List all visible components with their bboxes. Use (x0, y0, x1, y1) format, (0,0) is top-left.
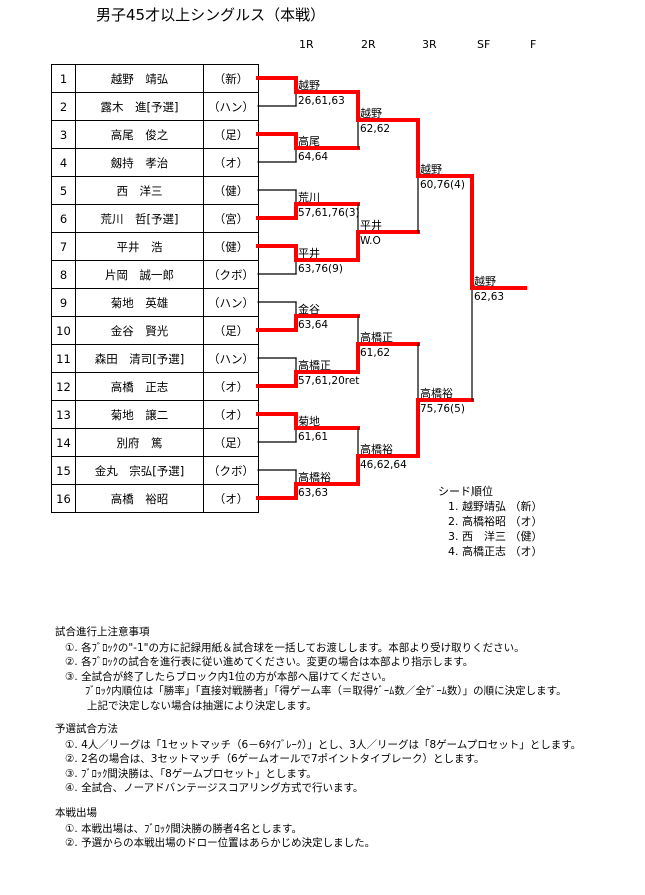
match-winner: 平井 (298, 246, 320, 260)
note-item: ③. ﾌﾞﾛｯｸ間決勝は、「8ゲームプロセット」とします。 (65, 767, 317, 780)
note-item: ①. 4人／リーグは「1セットマッチ（6－6ﾀｲﾌﾞﾚｰｸ）」とし、3人／リーグ… (65, 738, 582, 751)
match-score: 57,61,20ret (298, 375, 359, 387)
note-item: ④. 全試合、ノーアドバンテージスコアリング方式で行います。 (65, 782, 364, 795)
match-score: 63,76(9) (298, 263, 343, 275)
player-number: 15 (51, 456, 76, 485)
match-winner: 菊地 (298, 415, 320, 428)
player-club: （クボ） (203, 456, 259, 485)
match-score: 46,62,64 (360, 459, 407, 471)
round-header-sf: SF (477, 38, 491, 51)
player-club: （クボ） (203, 260, 259, 289)
notes-progress: 試合進行上注意事項 ①. 各ﾌﾞﾛｯｸの"-1"の方に記録用紙＆試合球を一括して… (55, 625, 567, 714)
seed-item: 2. 高橋裕昭 （オ） (448, 515, 543, 528)
player-club: （足） (203, 120, 259, 149)
match-score: 57,61,76(3) (298, 207, 360, 219)
match-score: 61,62 (360, 347, 390, 359)
player-name: 金丸 宗弘[予選] (75, 456, 204, 485)
match-winner: 越野 (298, 78, 320, 92)
note-subitem: 上記で決定しない場合は抽選により決定します。 (87, 699, 317, 712)
note-item: ②. 各ﾌﾞﾛｯｸの試合を進行表に従い進めてください。変更の場合は本部より指示し… (65, 656, 474, 669)
player-name: 平井 浩 (75, 232, 204, 261)
player-name: 片岡 誠一郎 (75, 260, 204, 289)
player-club: （足） (203, 316, 259, 345)
match-score: W.O (360, 235, 381, 247)
match-winner: 高橋正 (298, 358, 331, 372)
player-name: 森田 清司[予選] (75, 344, 204, 373)
player-number: 6 (51, 204, 76, 233)
notes-heading: 予選試合方法 (55, 723, 118, 735)
player-club: （オ） (203, 372, 259, 401)
notes-heading: 試合進行上注意事項 (55, 626, 150, 638)
player-club: （健） (203, 176, 259, 205)
player-number: 10 (51, 316, 76, 345)
match-score: 63,64 (298, 319, 328, 331)
player-number: 14 (51, 428, 76, 457)
match-winner: 高橋正 (360, 330, 393, 344)
match-winner: 金谷 (298, 302, 320, 316)
seed-title: シード順位 (438, 485, 493, 498)
note-item: ③. 全試合が終了したらブロック内1位の方が本部へ届けてください。 (65, 670, 392, 683)
match-winner: 高橋裕 (298, 470, 331, 484)
match-winner: 越野 (420, 162, 442, 176)
player-name: 西 洋三 (75, 176, 204, 205)
player-name: 菊地 譲二 (75, 400, 204, 429)
match-score: 26,61,63 (298, 95, 345, 107)
round-header-3r: 3R (422, 38, 437, 51)
player-club: （ハン） (203, 92, 259, 121)
notes-main-draw: 本戦出場 ①. 本戦出場は、ﾌﾞﾛｯｸ間決勝の勝者4名とします。 ②. 予選から… (55, 806, 375, 851)
player-number: 5 (51, 176, 76, 205)
notes-heading: 本戦出場 (55, 807, 97, 819)
match-score: 63,63 (298, 487, 328, 499)
note-item: ②. 予選からの本戦出場のドロー位置はあらかじめ決定しました。 (65, 837, 376, 850)
note-item: ①. 本戦出場は、ﾌﾞﾛｯｸ間決勝の勝者4名とします。 (65, 822, 302, 835)
player-club: （オ） (203, 484, 259, 513)
player-number: 1 (51, 64, 76, 93)
match-score: 62,62 (360, 123, 390, 135)
bracket: 越野26,61,63高尾64,64荒川57,61,76(3)平井63,76(9)… (256, 76, 527, 500)
match-score: 62,63 (474, 291, 504, 303)
match-winner: 荒川 (298, 191, 320, 204)
player-name: 高橋 裕昭 (75, 484, 204, 513)
player-number: 3 (51, 120, 76, 149)
match-score: 64,64 (298, 151, 328, 163)
note-item: ②. 2名の場合は、3セットマッチ（6ゲームオールで7ポイントタイブレーク）とし… (65, 753, 485, 766)
round-header-f: F (530, 38, 537, 51)
match-winner: 越野 (360, 106, 382, 120)
seed-item: 3. 西 洋三 （健） (448, 530, 543, 543)
player-club: （健） (203, 232, 259, 261)
player-name: 別府 篤 (75, 428, 204, 457)
note-subitem: ﾌﾞﾛｯｸ内順位は「勝率」「直接対戦勝者」「得ゲーム率（＝取得ｹﾞｰﾑ数／全ｹﾞ… (85, 685, 567, 698)
player-name: 高橋 正志 (75, 372, 204, 401)
match-score: 60,76(4) (420, 179, 465, 191)
seed-list: シード順位 1. 越野靖弘 （新） 2. 高橋裕昭 （オ） 3. 西 洋三 （健… (438, 484, 543, 559)
player-club: （オ） (203, 400, 259, 429)
match-winner: 高橋裕 (420, 386, 453, 400)
match-winner: 平井 (360, 218, 382, 232)
page-title: 男子45才以上シングルス（本戦） (96, 6, 326, 24)
match-score: 75,76(5) (420, 403, 465, 415)
notes-qualifying: 予選試合方法 ①. 4人／リーグは「1セットマッチ（6－6ﾀｲﾌﾞﾚｰｸ）」とし… (55, 722, 581, 796)
note-item: ①. 各ﾌﾞﾛｯｸの"-1"の方に記録用紙＆試合球を一括してお渡しします。本部よ… (65, 641, 525, 654)
match-winner: 高尾 (298, 134, 320, 148)
seed-item: 4. 高橋正志 （オ） (448, 545, 543, 558)
round-header-1r: 1R (299, 38, 314, 51)
round-header-2r: 2R (361, 38, 376, 51)
seed-item: 1. 越野靖弘 （新） (448, 500, 543, 513)
match-score: 61,61 (298, 431, 328, 443)
match-winner: 高橋裕 (360, 442, 393, 456)
match-winner: 越野 (474, 274, 496, 288)
